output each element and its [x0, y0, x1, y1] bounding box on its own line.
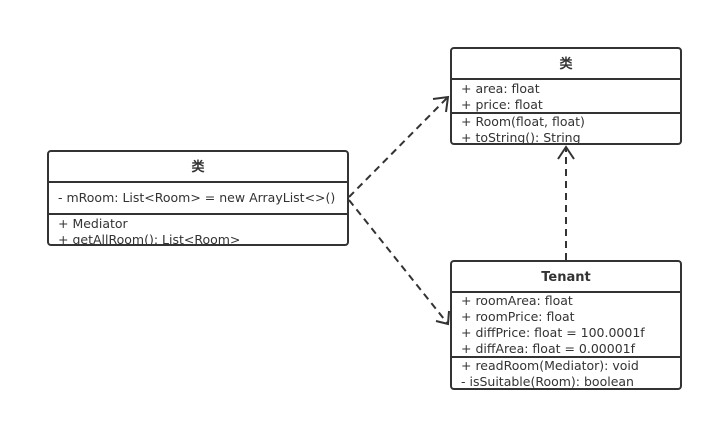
class-operation: + toString(): String [461, 130, 581, 145]
class-operation: + Mediator [58, 216, 128, 231]
dependency-mediator-tenant-line[interactable] [348, 199, 449, 325]
class-operation: + readRoom(Mediator): void [461, 358, 639, 373]
class-title: 类 [49, 152, 347, 183]
class-attribute: + price: float [461, 97, 543, 112]
class-attribute: + area: float [461, 81, 540, 96]
class-operation: - isSuitable(Room): boolean [461, 374, 634, 389]
dependency-mediator-room-line[interactable] [348, 96, 449, 198]
class-attribute: + roomArea: float [461, 293, 573, 308]
dependency-mediator-tenant-arrowhead [435, 310, 450, 326]
class-box-room[interactable]: 类 + area: float + price: float + Room(fl… [450, 47, 682, 145]
class-operations: + Mediator + getAllRoom(): List<Room> [49, 215, 347, 246]
class-attributes: - mRoom: List<Room> = new ArrayList<>() [49, 183, 347, 215]
class-operation: + Room(float, float) [461, 114, 585, 129]
class-box-mediator[interactable]: 类 - mRoom: List<Room> = new ArrayList<>(… [47, 150, 349, 246]
dependency-tenant-room-arrowhead [557, 145, 575, 160]
class-title: 类 [452, 49, 680, 80]
class-title: Tenant [452, 262, 680, 293]
class-attribute: + diffArea: float = 0.00001f [461, 341, 636, 356]
class-attributes: + roomArea: float + roomPrice: float + d… [452, 293, 680, 358]
class-attribute: - mRoom: List<Room> = new ArrayList<>() [58, 190, 336, 205]
class-attribute: + diffPrice: float = 100.0001f [461, 325, 645, 340]
class-operations: + readRoom(Mediator): void - isSuitable(… [452, 358, 680, 389]
class-attribute: + roomPrice: float [461, 309, 575, 324]
dependency-mediator-room-arrowhead [432, 95, 450, 113]
class-operations: + Room(float, float) + toString(): Strin… [452, 114, 680, 145]
class-operation: + getAllRoom(): List<Room> [58, 232, 241, 246]
class-box-tenant[interactable]: Tenant + roomArea: float + roomPrice: fl… [450, 260, 682, 390]
class-attributes: + area: float + price: float [452, 80, 680, 114]
